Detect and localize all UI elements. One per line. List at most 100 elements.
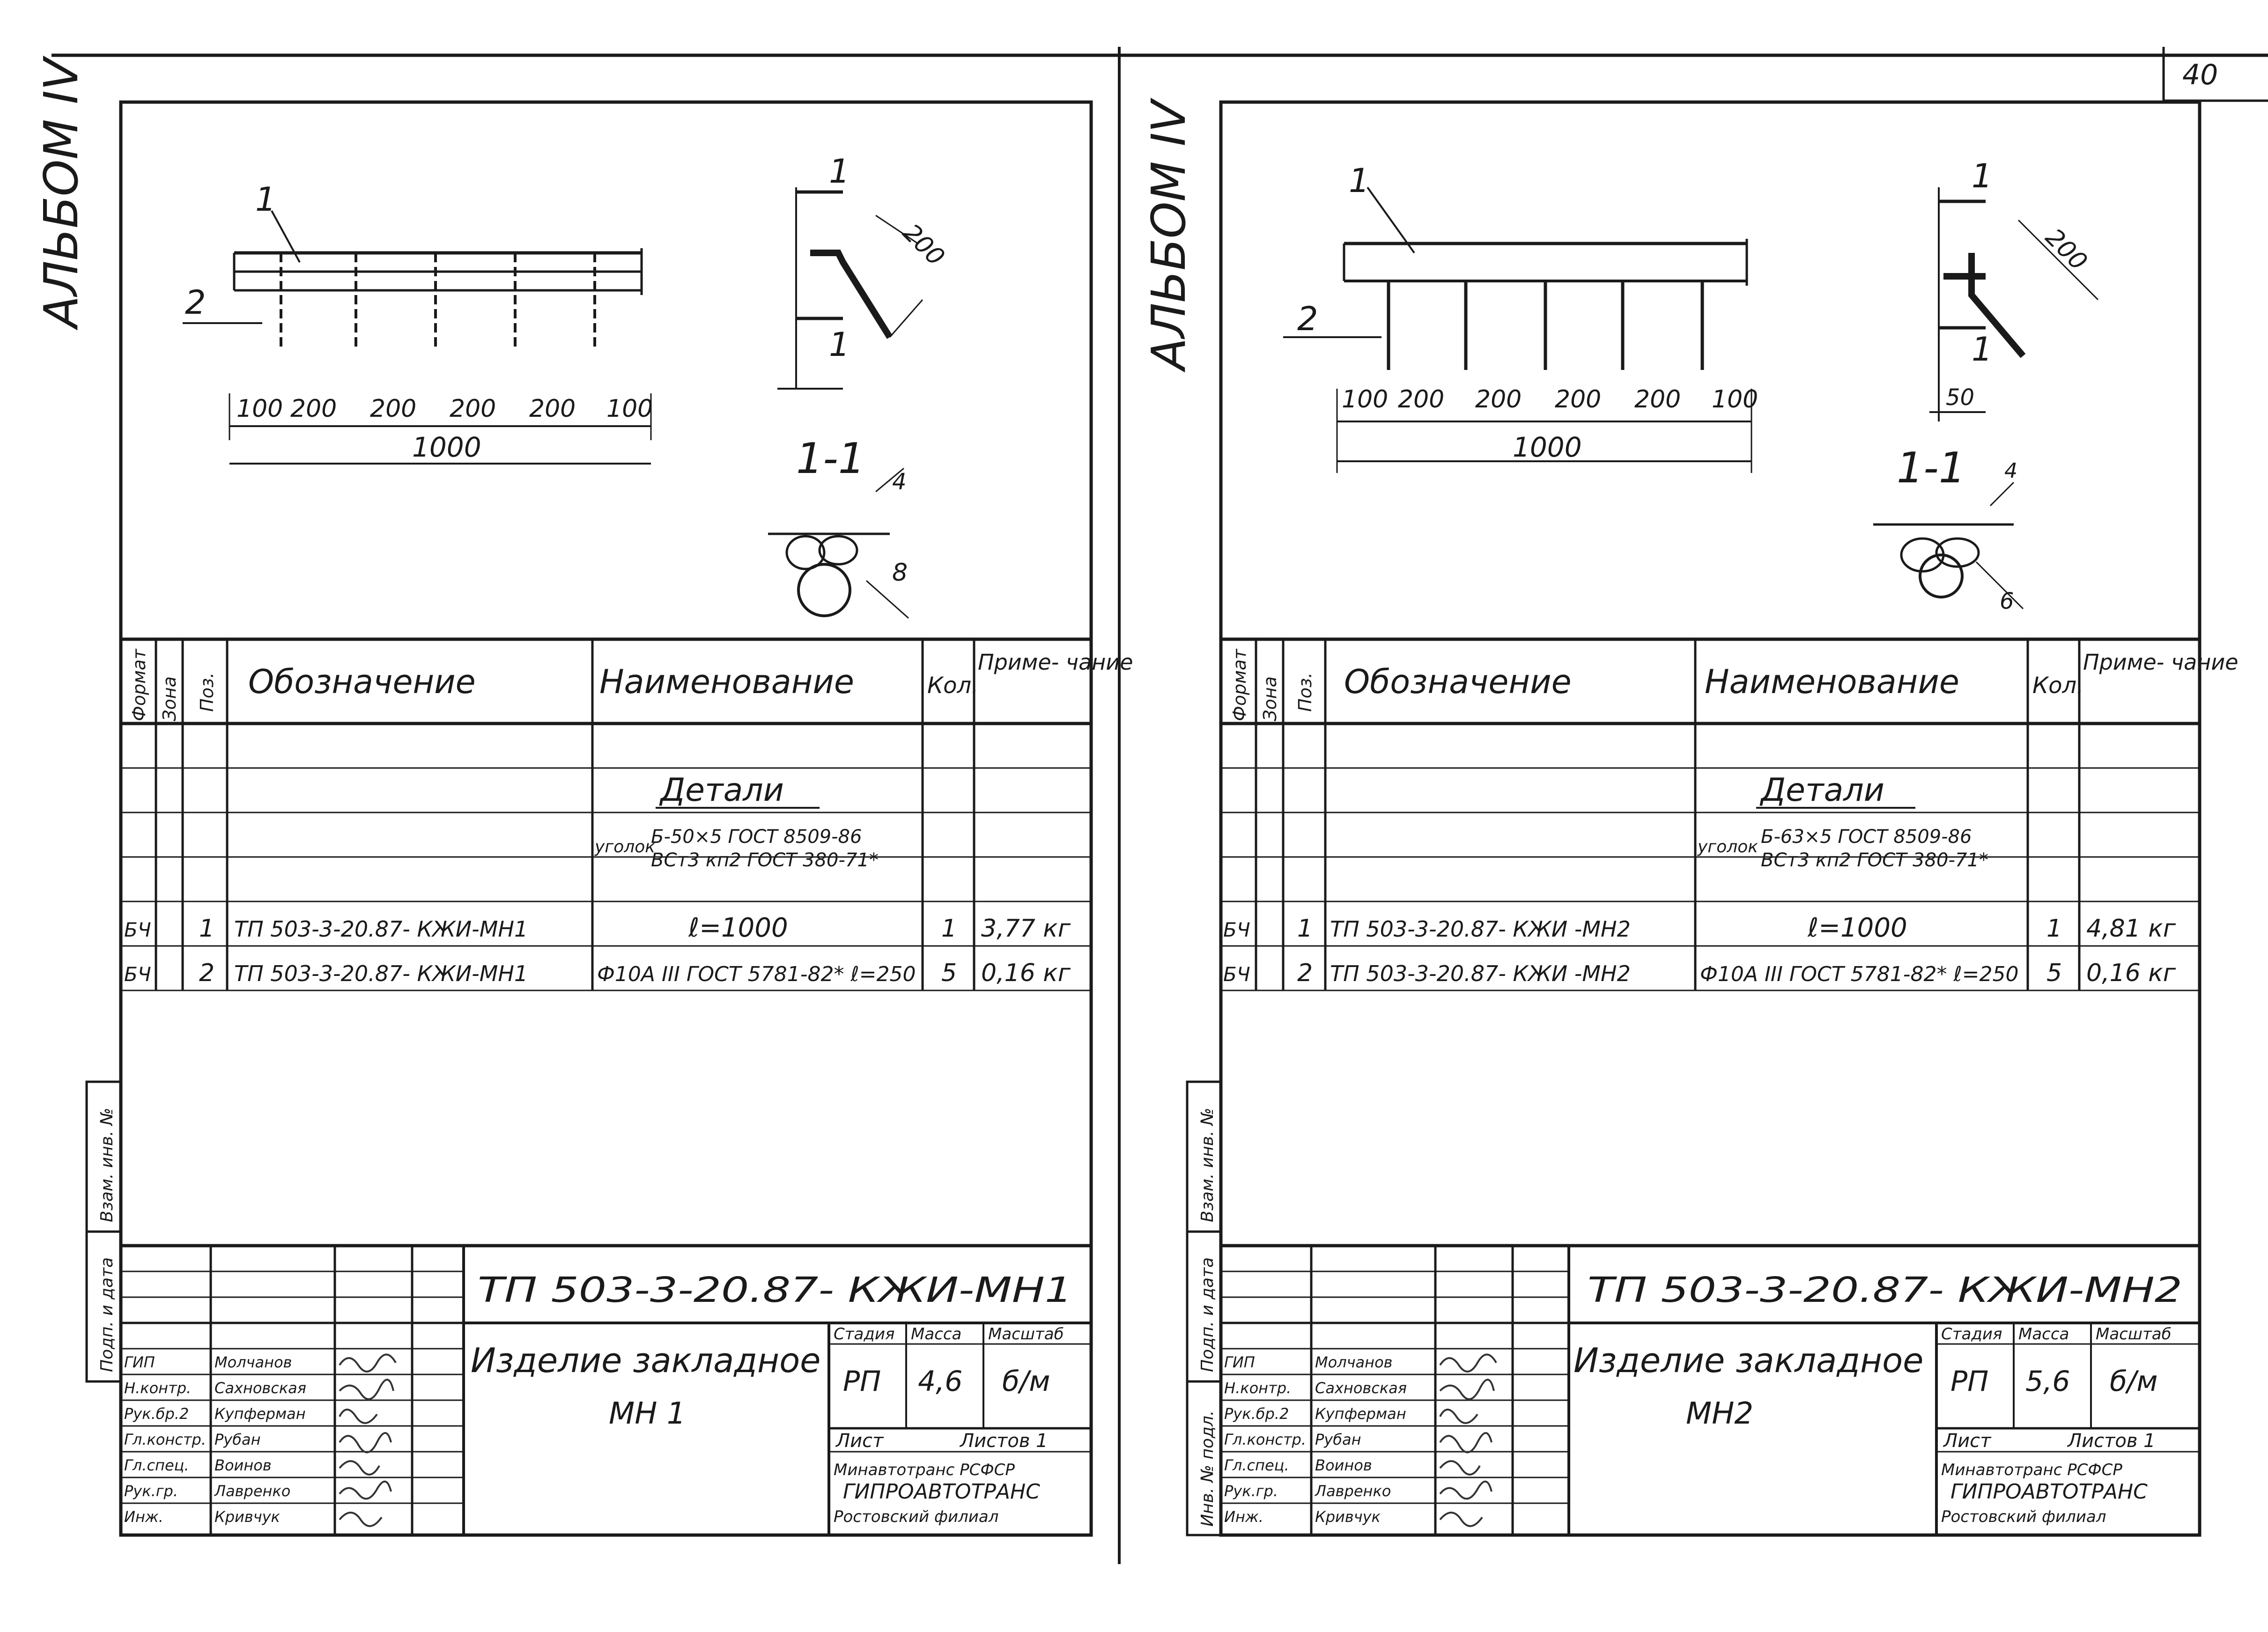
row2-note: 0,16 кг (981, 959, 1071, 987)
role-6: Рук.гр. (124, 1482, 178, 1500)
dim-1: 100 (1342, 385, 1388, 414)
name-6: Лавренко (214, 1482, 290, 1500)
stage-label: Стадия (1941, 1325, 2002, 1344)
col-note: Приме- чание (2083, 650, 2238, 675)
elevation-view: 1 2 100 200 200 200 200 100 1000 (1283, 162, 1758, 473)
col-pos: Поз. (1295, 672, 1315, 712)
role-5: Гл.спец. (1224, 1456, 1289, 1474)
total-dim: 1000 (412, 431, 481, 463)
signatures (1439, 1353, 1497, 1527)
row1-pos: 1 (199, 915, 214, 943)
row2-qty: 5 (941, 959, 957, 987)
mass-label: Масса (2018, 1325, 2069, 1344)
side-date-label: Подп. и дата (1198, 1257, 1217, 1372)
section-mark-top: 1 (1972, 157, 1993, 195)
col-format: Формат (129, 648, 149, 721)
row2-name: Ф10А III ГОСТ 5781-82* ℓ=250 (1700, 962, 2018, 986)
row1-qty: 1 (2046, 915, 2062, 943)
row1-qty: 1 (941, 915, 957, 943)
product-name: Изделие закладное (1574, 1341, 1923, 1380)
name-5: Воинов (214, 1456, 272, 1474)
title-block: ТП 503-3-20.87- КЖИ-МН2 Изделие закладно… (1221, 1244, 2200, 1535)
name-7: Кривчук (1315, 1508, 1381, 1526)
sheet-frame (119, 100, 1093, 1537)
row2-name: Ф10А III ГОСТ 5781-82* ℓ=250 (597, 962, 916, 986)
dim-5: 200 (1634, 385, 1681, 414)
leader-1: 1 (1349, 162, 1370, 200)
role-3: Рук.бр.2 (1224, 1405, 1289, 1423)
dim-1: 100 (236, 395, 283, 423)
dim-3: 200 (1475, 385, 1522, 414)
row1-format: БЧ (124, 918, 151, 941)
sheet-right: АЛЬБОМ IV 1 2 100 200 200 200 200 100 (1141, 97, 2238, 1537)
row1-designation: ТП 503-3-20.87- КЖИ-МН1 (234, 916, 528, 942)
stage-value: РП (843, 1365, 881, 1398)
sheet-left: АЛЬБОМ IV 1 2 100 200 200 200 200 (34, 55, 1133, 1537)
col-qty: Кол. (927, 672, 978, 699)
dim-2: 200 (1398, 385, 1444, 414)
album-label: АЛЬБОМ IV (1141, 97, 1196, 373)
material-line-2: ВСт3 кп2 ГОСТ 380-71* (1761, 849, 1988, 871)
scale-value: б/м (1002, 1365, 1050, 1398)
row2-note: 0,16 кг (2086, 959, 2176, 987)
row2-format: БЧ (1223, 963, 1250, 986)
weld-dim-2: 6 (2000, 588, 2014, 614)
row1-note: 3,77 кг (981, 915, 1071, 943)
section-title: 1-1 (796, 434, 865, 483)
org-line-2: ГИПРОАВТОТРАНС (843, 1480, 1040, 1504)
org-line-3: Ростовский филиал (834, 1507, 998, 1526)
col-name: Наименование (599, 663, 854, 701)
profile-dim: 200 (2040, 223, 2093, 276)
dim-4: 200 (1555, 385, 1601, 414)
row1-name: ℓ=1000 (688, 913, 788, 943)
dim-2: 200 (290, 395, 337, 423)
role-5: Гл.спец. (124, 1456, 189, 1474)
sheet-label: Лист (1943, 1430, 1992, 1452)
role-6: Рук.гр. (1224, 1482, 1278, 1500)
weld-dim-1: 4 (2004, 459, 2017, 483)
side-inv-label: Взам. инв. № (97, 1108, 117, 1222)
weld-dim-2: 8 (892, 559, 908, 587)
col-note: Приме- чание (978, 650, 1133, 675)
col-zone: Зона (159, 676, 180, 721)
role-2: Н.контр. (1224, 1379, 1291, 1397)
row2-designation: ТП 503-3-20.87- КЖИ-МН1 (234, 961, 528, 986)
total-dim: 1000 (1513, 431, 1582, 463)
material-prefix: уголок (594, 837, 655, 857)
section-details: Детали (659, 772, 784, 809)
side-stamp: Взам. инв. № Подп. и дата Инв. № подл. (1186, 1080, 1222, 1536)
elevation-view: 1 2 100 200 200 200 200 100 1000 (183, 180, 653, 465)
scale-label: Масштаб (2096, 1325, 2172, 1344)
sheets-label: Листов 1 (959, 1430, 1048, 1452)
spec-table: Формат Зона Поз. Обозначение Наименовани… (1221, 637, 2238, 991)
profile-dim: 200 (897, 219, 950, 272)
profile-dim-50: 50 (1946, 384, 1974, 411)
org-line-2: ГИПРОАВТОТРАНС (1950, 1480, 2148, 1504)
side-date-label: Подп. и дата (97, 1257, 117, 1372)
name-2: Сахновская (214, 1379, 306, 1397)
role-4: Гл.констр. (124, 1431, 206, 1448)
col-pos: Поз. (197, 672, 217, 712)
mass-label: Масса (911, 1325, 961, 1344)
profile-view: 1 1 200 1-1 4 8 (768, 152, 950, 619)
spec-table: Формат Зона Поз. Обозначение Наименовани… (121, 637, 1133, 991)
stage-value: РП (1950, 1365, 1988, 1398)
org-line-3: Ростовский филиал (1941, 1507, 2106, 1526)
product-mark: МН 1 (609, 1396, 686, 1431)
scale-value: б/м (2110, 1365, 2157, 1398)
product-mark: МН2 (1686, 1396, 1753, 1431)
name-1: Молчанов (214, 1353, 292, 1371)
row1-format: БЧ (1223, 918, 1250, 941)
name-4: Рубан (214, 1431, 261, 1448)
row1-designation: ТП 503-3-20.87- КЖИ -МН2 (1330, 916, 1631, 942)
sheet-label: Лист (835, 1430, 884, 1452)
org-line-1: Минавтотранс РСФСР (834, 1461, 1015, 1479)
sheet-frame (1219, 100, 2202, 1537)
dim-3: 200 (370, 395, 416, 423)
name-4: Рубан (1315, 1431, 1361, 1448)
name-2: Сахновская (1315, 1379, 1407, 1397)
signatures (339, 1353, 397, 1527)
product-name: Изделие закладное (471, 1341, 820, 1380)
weld-dim-1: 4 (892, 469, 907, 495)
